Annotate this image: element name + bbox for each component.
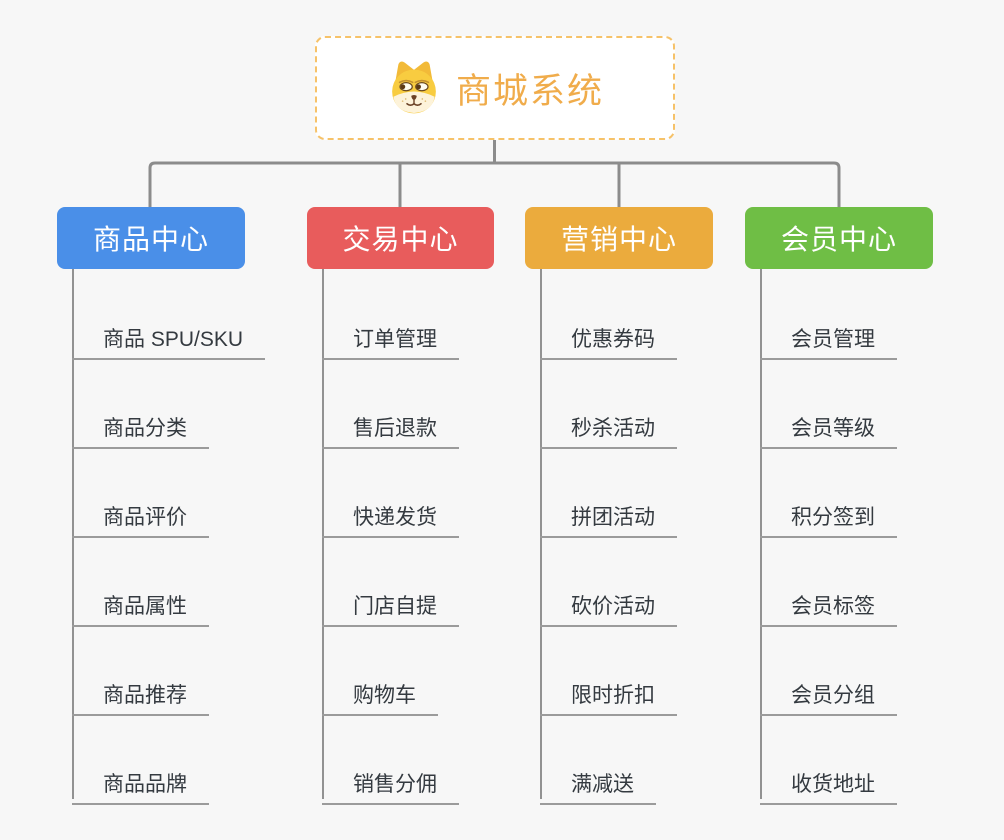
branch-label: 营销中心 xyxy=(560,224,677,255)
node-item[interactable]: 订单管理 xyxy=(322,317,459,360)
node-item[interactable]: 会员等级 xyxy=(760,406,897,449)
branch-label: 交易中心 xyxy=(342,224,459,255)
node-item[interactable]: 门店自提 xyxy=(322,584,459,627)
branch-marketing-center[interactable]: 营销中心 xyxy=(525,207,713,269)
node-item[interactable]: 砍价活动 xyxy=(540,584,677,627)
node-item[interactable]: 会员管理 xyxy=(760,317,897,360)
node-item[interactable]: 限时折扣 xyxy=(540,673,677,716)
branch-label: 商品中心 xyxy=(92,224,209,255)
node-item[interactable]: 商品品牌 xyxy=(72,762,209,805)
node-item[interactable]: 收货地址 xyxy=(760,762,897,805)
node-item[interactable]: 拼团活动 xyxy=(540,495,677,538)
node-item[interactable]: 购物车 xyxy=(322,673,438,716)
node-item[interactable]: 积分签到 xyxy=(760,495,897,538)
node-item[interactable]: 商品分类 xyxy=(72,406,209,449)
node-item[interactable]: 秒杀活动 xyxy=(540,406,677,449)
branch-product-center[interactable]: 商品中心 xyxy=(57,207,245,269)
node-item[interactable]: 满减送 xyxy=(540,762,656,805)
node-item[interactable]: 销售分佣 xyxy=(322,762,459,805)
branch-label: 会员中心 xyxy=(780,224,897,255)
node-item[interactable]: 会员标签 xyxy=(760,584,897,627)
root-title: 商城系统 xyxy=(455,71,604,111)
node-item[interactable]: 优惠券码 xyxy=(540,317,677,360)
root-node[interactable]: 商城系统 xyxy=(315,36,675,140)
dog-face-icon xyxy=(392,61,436,114)
node-item[interactable]: 会员分组 xyxy=(760,673,897,716)
branch-member-center[interactable]: 会员中心 xyxy=(745,207,933,269)
node-item[interactable]: 商品属性 xyxy=(72,584,209,627)
node-item[interactable]: 商品 SPU/SKU xyxy=(72,317,266,360)
node-item[interactable]: 商品评价 xyxy=(72,495,209,538)
node-item[interactable]: 售后退款 xyxy=(322,406,459,449)
node-item[interactable]: 快递发货 xyxy=(322,495,459,538)
node-item[interactable]: 商品推荐 xyxy=(72,673,209,716)
branch-trade-center[interactable]: 交易中心 xyxy=(307,207,494,269)
